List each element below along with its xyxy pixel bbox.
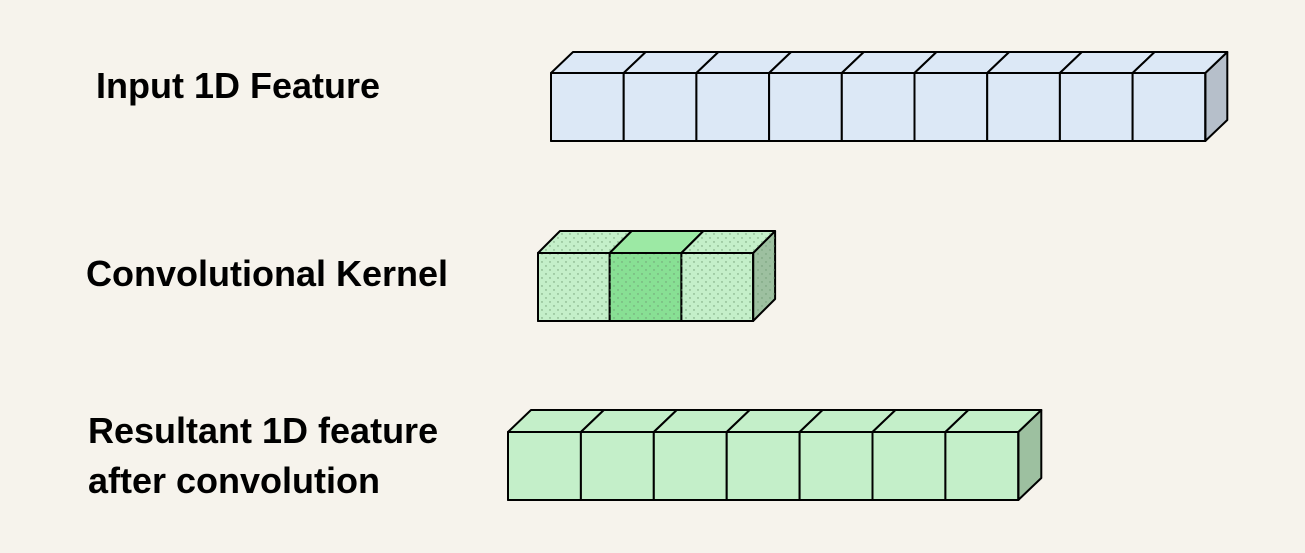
result-cell-1 <box>507 431 582 501</box>
result-cell-5 <box>798 431 874 501</box>
result-cell-7 <box>944 431 1020 501</box>
input-cell-7 <box>986 72 1061 142</box>
kernel-cell-texture-3 <box>681 253 754 321</box>
input-outline <box>550 72 1207 142</box>
kernel-cell-top-texture-3 <box>681 231 776 253</box>
kernel-side-texture <box>753 231 776 321</box>
input-cell-9 <box>1131 72 1207 142</box>
kernel-label: Convolutional Kernel <box>86 253 449 294</box>
input-cell-8 <box>1058 72 1134 142</box>
input-cell-4 <box>768 72 843 142</box>
result-cell-2 <box>579 431 655 501</box>
result-cell-4 <box>725 431 801 501</box>
result-feature-label: Resultant 1D feature after convolution <box>88 406 438 506</box>
result-label-line1: Resultant 1D feature <box>88 410 439 451</box>
input-feature-label: Input 1D Feature <box>96 65 381 106</box>
result-feature-row <box>507 409 1043 501</box>
kernel-row <box>537 230 777 322</box>
result-cell-6 <box>871 431 947 501</box>
input-feature-row <box>550 51 1229 142</box>
result-outline <box>507 431 1020 501</box>
kernel-cell-top-texture-1 <box>538 231 632 253</box>
input-cell-6 <box>913 72 989 142</box>
input-cell-5 <box>840 72 916 142</box>
input-cell-2 <box>622 72 698 142</box>
input-cell-1 <box>550 72 625 142</box>
kernel-outline <box>537 252 755 322</box>
kernel-cell-texture-1 <box>538 253 610 321</box>
result-label-line2: after convolution <box>88 460 381 501</box>
input-cell-3 <box>695 72 771 142</box>
kernel-cell-texture-2 <box>609 253 682 321</box>
result-cell-3 <box>652 431 728 501</box>
